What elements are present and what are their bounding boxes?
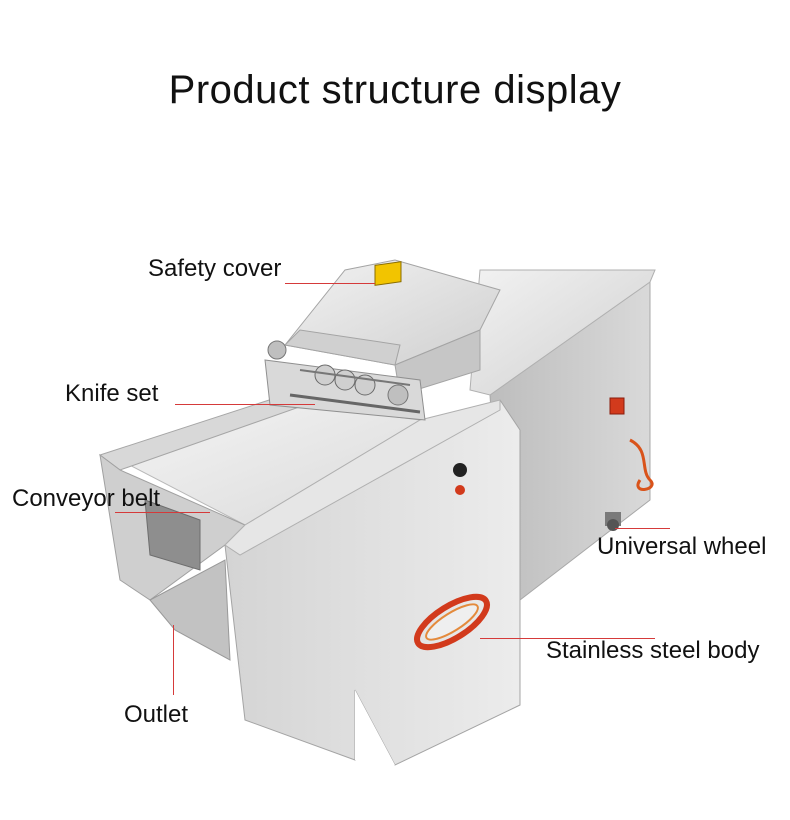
outlet-chute [149,559,231,661]
front-top-edge [224,399,501,556]
label-safety-cover: Safety cover [148,255,282,282]
leader-line-knife-set [175,404,315,405]
label-stainless-steel-body: Stainless steel body [546,637,760,664]
indicator-hole [453,463,467,477]
leader-line-universal-wheel [615,528,670,529]
label-outlet: Outlet [124,701,189,728]
label-knife-set: Knife set [65,380,159,407]
body-cutout [355,690,395,765]
label-conveyor-belt: Conveyor belt [12,485,161,512]
leader-line-outlet [173,625,174,695]
page-title: Product structure display [168,68,622,112]
leader-line-conveyor-belt [115,512,210,513]
red-switch [609,397,625,415]
leader-line-safety-cover [285,283,375,284]
red-button [455,485,465,495]
universal-wheel [605,512,621,531]
label-universal-wheel: Universal wheel [597,533,767,560]
conveyor-roller [144,499,201,571]
leader-line-stainless-steel-body [480,638,655,639]
power-cable [629,438,654,491]
knife-set-assembly [264,340,426,421]
red-handle [414,593,490,651]
safety-cover [283,259,501,396]
